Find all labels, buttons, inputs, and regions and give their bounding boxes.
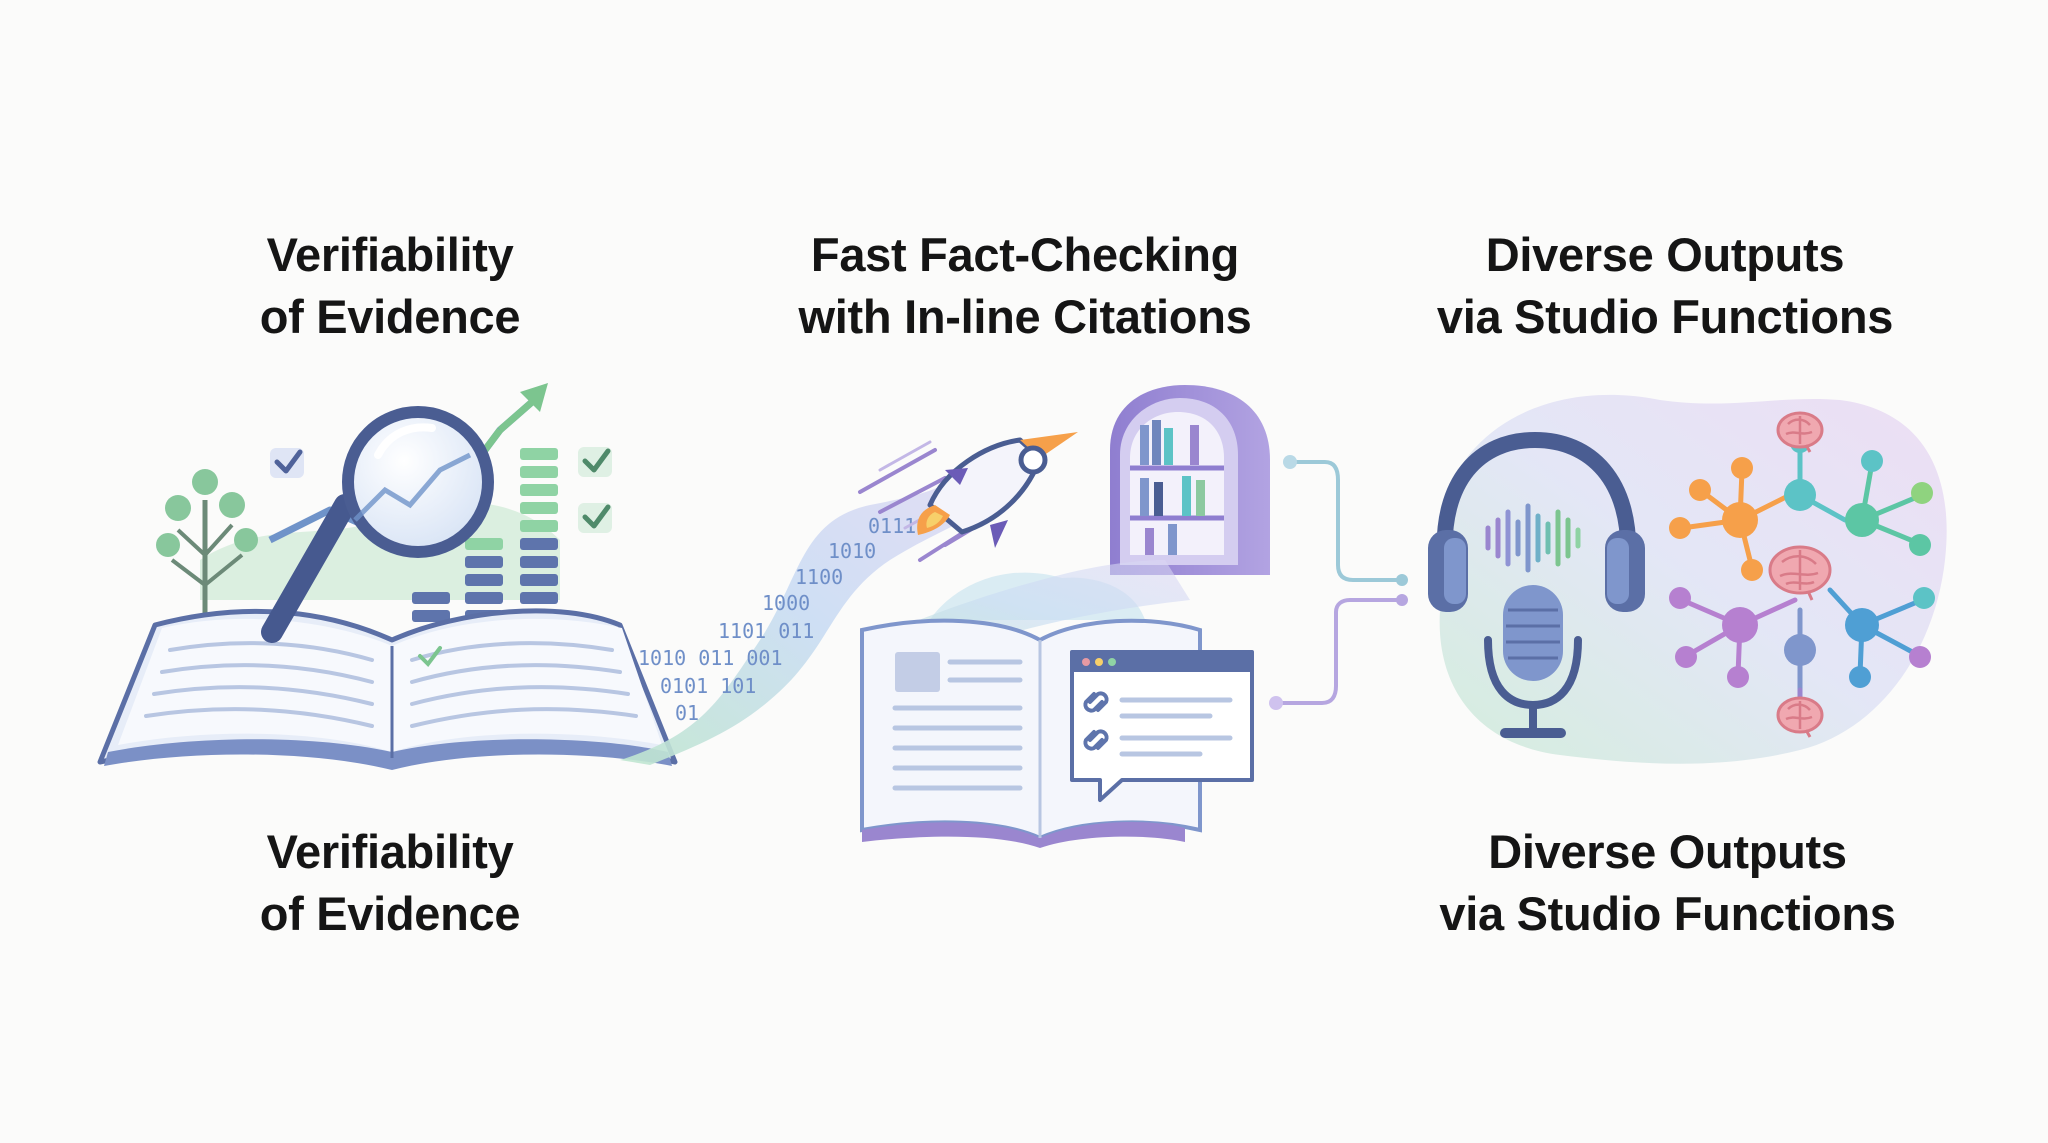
studio-illustration	[1428, 394, 1947, 764]
checkmark-icon	[270, 447, 612, 533]
open-book-icon	[97, 608, 678, 770]
headphones-icon	[1428, 431, 1645, 612]
heading-top-center-line1: Fast Fact-Checking	[810, 228, 1240, 281]
heading-top-center-line2: with In-line Citations	[798, 290, 1252, 343]
heading-bottom-right-line2: via Studio Functions	[1439, 887, 1896, 940]
sound-wave-icon	[1485, 503, 1581, 573]
magnifying-glass-icon	[261, 406, 494, 643]
binary-line-7: 0101 101	[660, 674, 756, 698]
heading-bottom-right: Diverse Outputs via Studio Functions	[1400, 821, 1935, 945]
heading-top-right-line2: via Studio Functions	[1436, 290, 1894, 343]
heading-top-left-line2: of Evidence	[259, 290, 521, 343]
connector-lines	[1269, 455, 1408, 710]
binary-line-3: 1100	[795, 565, 843, 589]
binary-line-2: 1010	[828, 539, 876, 563]
heading-bottom-left: Verifiability of Evidence	[220, 821, 560, 945]
rocket-icon	[858, 432, 1078, 562]
link-icon	[1083, 691, 1109, 751]
heading-bottom-left-line1: Verifiability	[266, 825, 514, 878]
citation-window-icon	[1070, 650, 1254, 802]
heading-top-right-line1: Diverse Outputs	[1485, 228, 1845, 281]
heading-bottom-left-line2: of Evidence	[259, 887, 521, 940]
heading-top-center: Fast Fact-Checking with In-line Citation…	[740, 224, 1310, 348]
binary-line-5: 1101 011	[718, 619, 814, 643]
binary-line-6: 1010 011 001	[638, 646, 783, 670]
heading-top-right: Diverse Outputs via Studio Functions	[1400, 224, 1930, 348]
network-graph-icon	[1669, 417, 1935, 715]
microphone-icon	[1484, 585, 1582, 738]
heading-bottom-right-line1: Diverse Outputs	[1488, 825, 1847, 878]
binary-line-4: 1000	[762, 591, 810, 615]
heading-top-left-line1: Verifiability	[266, 228, 514, 281]
verifiability-illustration	[97, 383, 678, 770]
binary-stream: 0111 1010 1100 1000 1101 011 1010 011 00…	[620, 470, 990, 765]
brain-icon	[1768, 411, 1832, 738]
heading-top-left: Verifiability of Evidence	[220, 224, 560, 348]
binary-line-8: 01	[675, 701, 699, 725]
bookshelf-arch-icon	[930, 385, 1270, 620]
